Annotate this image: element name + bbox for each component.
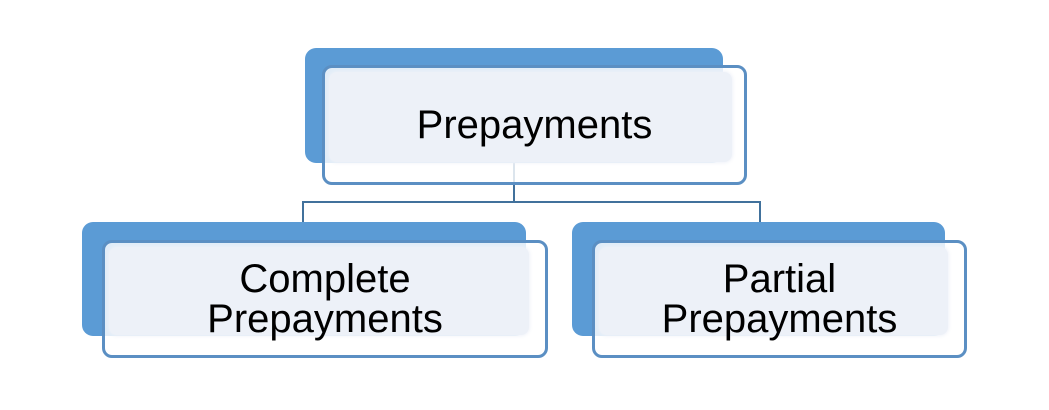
node-partial-inner-fill <box>599 247 948 335</box>
node-complete-inner-fill <box>109 247 529 335</box>
node-label-line: Prepayments <box>207 297 443 341</box>
node-root-inner-fill <box>329 72 732 162</box>
node-label-line: Complete <box>239 257 411 301</box>
connector-right-drop <box>759 201 761 225</box>
node-complete-label: Complete Prepayments <box>207 259 443 339</box>
connector-horizontal <box>302 201 761 203</box>
node-complete-box[interactable]: Complete Prepayments <box>102 240 548 358</box>
node-root-box[interactable]: Prepayments <box>322 65 747 185</box>
node-label-line: Prepayments <box>416 103 653 147</box>
node-root-label: Prepayments <box>417 105 653 145</box>
node-label-line: Prepayments <box>661 297 898 341</box>
node-partial-box[interactable]: Partial Prepayments <box>592 240 967 358</box>
connector-left-drop <box>302 201 304 225</box>
node-label-line: Partial <box>722 257 837 301</box>
node-partial-label: Partial Prepayments <box>662 259 898 339</box>
